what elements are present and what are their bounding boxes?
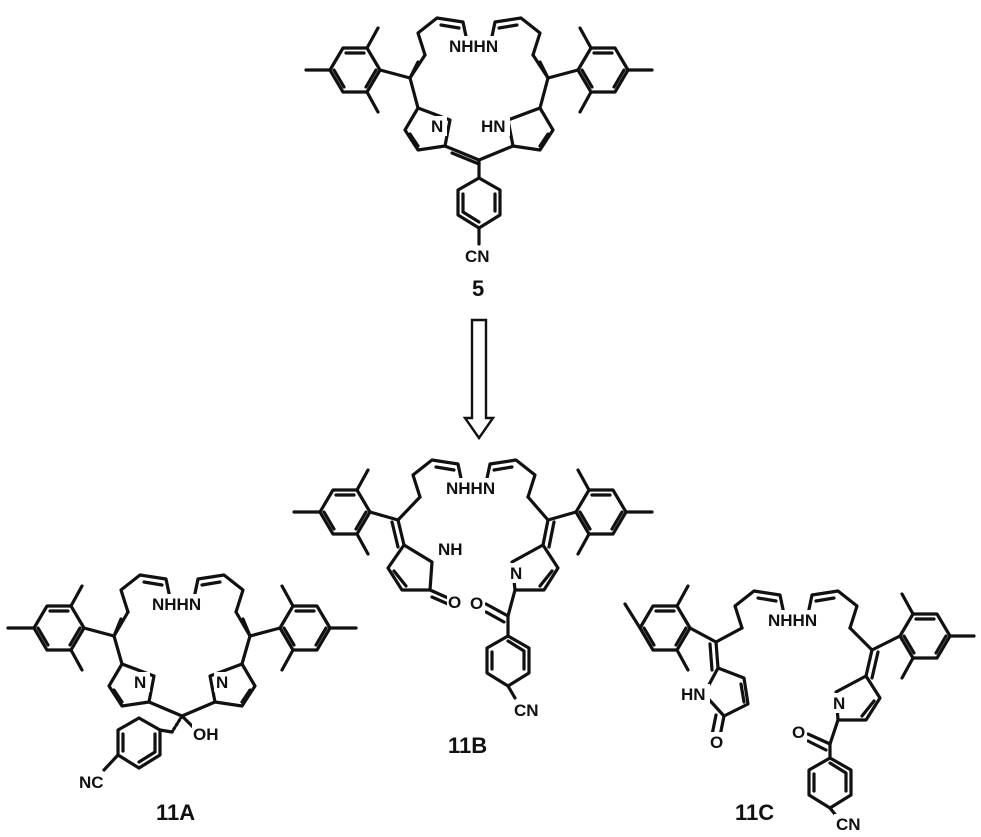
reaction-arrow xyxy=(462,318,496,441)
compound-11C-label: 11C xyxy=(735,800,774,825)
compound-5-n-label: N xyxy=(431,117,443,136)
compound-11C-ketone-o-label: O xyxy=(792,723,805,742)
compound-5-cn-label: CN xyxy=(465,247,490,266)
compound-5-label: 5 xyxy=(472,276,484,301)
compound-11B-cn-label: CN xyxy=(514,701,539,720)
compound-11A-n-left-label: N xyxy=(134,673,146,692)
compound-11B-label: 11B xyxy=(448,733,487,758)
compound-11C-lactam-o-label: O xyxy=(710,733,723,752)
compound-11A-nc-label: NC xyxy=(79,773,104,792)
compound-11C-hn-label: HN xyxy=(681,685,706,704)
compound-11B-n-label: N xyxy=(510,564,522,583)
compound-5-structure xyxy=(304,16,654,246)
compound-11A-oh-label: OH xyxy=(193,725,219,744)
compound-5-nhhn-label: NHHN xyxy=(449,37,498,56)
compound-11B-nhhn-label: NHHN xyxy=(446,479,495,498)
compound-11A-structure xyxy=(6,573,358,772)
compound-11C-cn-label: CN xyxy=(836,815,861,834)
compound-11A-label: 11A xyxy=(156,800,195,825)
compound-11B-nh-label: NH xyxy=(438,540,463,559)
compound-11A-nhhn-label: NHHN xyxy=(152,595,201,614)
compound-11C-nhhn-label: NHHN xyxy=(768,611,817,630)
compound-11C-n-label: N xyxy=(833,694,845,713)
compound-11A-n-right-label: N xyxy=(216,673,228,692)
compound-5-hn-label: HN xyxy=(481,117,506,136)
compound-11B-lactam-o-label: O xyxy=(448,593,461,612)
compound-11B-ketone-o-label: O xyxy=(470,594,483,613)
